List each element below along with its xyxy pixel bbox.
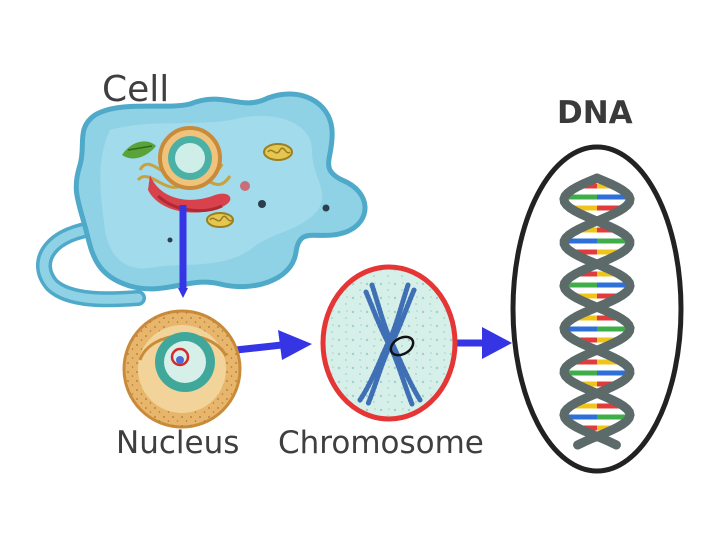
chromosome-label: Chromosome	[278, 425, 484, 461]
nucleus-label: Nucleus	[116, 425, 240, 461]
nucleus-highlight-circle	[170, 347, 190, 367]
cell-label: Cell	[102, 69, 170, 110]
centromere-highlight	[389, 335, 415, 357]
organelle-green	[122, 141, 156, 159]
dna-backbone-right	[559, 173, 635, 450]
arrow-nucleus-to-chromosome-head	[278, 330, 312, 360]
animal-cell	[36, 91, 368, 308]
dna-backbones	[559, 173, 635, 450]
dna-illustration	[510, 144, 684, 474]
dna-label: DNA	[557, 95, 633, 131]
nucleus-illustration	[122, 309, 242, 429]
chromosome-illustration	[320, 264, 458, 422]
